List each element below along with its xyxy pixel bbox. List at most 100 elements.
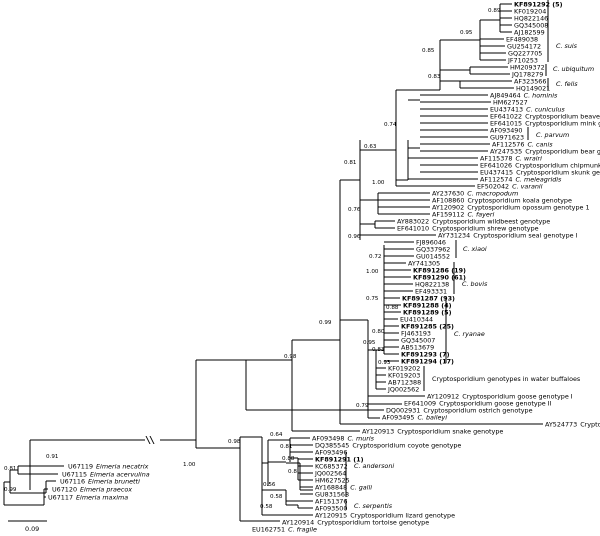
taxon-name: Cryptosporidium goose genotype I [462, 392, 573, 400]
accession-number: FJ463193 [401, 329, 431, 337]
accession-number: AF115378 [480, 154, 512, 162]
taxon-name: Cryptosporidium beaver genotype [525, 112, 600, 120]
leaf-label: AF093500 [315, 504, 347, 512]
support-value: 0.80 [372, 329, 385, 335]
support-value: 0.98 [228, 439, 241, 445]
leaf-label: KF019204 [514, 7, 546, 15]
leaf-label: GQ345008 [514, 21, 548, 29]
leaf-label: KF891293 (7) [401, 350, 450, 358]
accession-number: AF112574 [480, 175, 512, 183]
accession-number: AF093490 [490, 126, 522, 134]
accession-number: AY731234 [438, 231, 470, 239]
accession-number: HQ822138 [415, 280, 449, 288]
taxon-name: C. galli [350, 483, 372, 491]
accession-number: DQ002931 [386, 406, 420, 414]
support-value: 0.96 [348, 234, 361, 240]
accession-number: EF641026 [480, 161, 512, 169]
accession-number: JQ178279 [511, 70, 543, 78]
leaf-label: KF891286 (19) [413, 266, 466, 274]
support-value: 0.91 [46, 454, 59, 460]
clade-label: C. serpentis [354, 502, 393, 510]
accession-number: AY120912 [427, 392, 459, 400]
accession-number: EU410344 [400, 315, 433, 323]
accession-number: AF108860 [432, 196, 464, 204]
accession-number: AB513679 [401, 343, 434, 351]
accession-number: U67120 [52, 485, 77, 493]
accession-number: AB712388 [388, 378, 421, 386]
accession-number: AF151376 [315, 497, 347, 505]
accession-number: AF112576 [492, 140, 524, 148]
accession-number: DQ385545 [315, 441, 349, 449]
taxon-name: Cryptosporidium coyote genotype [352, 441, 461, 449]
leaf-label: GU831568 [315, 490, 349, 498]
scale-bar: 0.09 [8, 520, 47, 533]
leaf-label: KF891290 (61) [413, 273, 466, 281]
leaf-label: AY741305 [408, 259, 440, 267]
leaf-label: KF891292 (5) [514, 0, 563, 8]
accession-number: GU971623 [490, 133, 524, 141]
support-value: 0.58 [260, 504, 273, 510]
leaf-label: HM209372 [510, 63, 545, 71]
taxon-name: C. muris [347, 434, 374, 442]
accession-number: AY168848 [315, 483, 347, 491]
leaf-label: JQ002562 [387, 385, 419, 393]
taxon-name: Eimeria brunetti [88, 477, 140, 485]
accession-number: AY120915 [315, 511, 347, 519]
support-value: 1.00 [372, 180, 385, 186]
accession-number: AY120913 [362, 427, 394, 435]
branch-break-mark [145, 435, 151, 445]
taxon-name: Cryptosporidium lizard genotype [350, 511, 455, 519]
taxon-name: Eimeria acervulina [90, 470, 150, 478]
taxon-name: Cryptosporidium snake genotype [397, 427, 503, 435]
support-value: 0.88 [386, 305, 399, 311]
accession-number: U67119 [68, 462, 93, 470]
clade-label: C. ryanae [454, 330, 485, 338]
support-value: 0.95 [363, 340, 376, 346]
accession-number: EU437415 [480, 168, 513, 176]
support-value: 0.63 [364, 144, 377, 150]
accession-number: EF641010 [397, 224, 429, 232]
accession-number: KF891287 (93) [402, 294, 455, 302]
tree-branches [3, 3, 543, 522]
taxon-name: Eimeria praecox [80, 485, 132, 493]
clade-label: C. suis [556, 42, 578, 50]
leaf-label: FJ463193 [401, 329, 431, 337]
leaf-label: GQ227705 [508, 49, 542, 57]
accession-number: FJ896046 [416, 238, 446, 246]
leaf-label: GU254172 [507, 42, 541, 50]
taxon-name: C. canis [527, 140, 553, 148]
accession-number: GQ227705 [508, 49, 542, 57]
leaf-label: GQ337962 [416, 245, 450, 253]
accession-number: EU162751 [252, 525, 285, 533]
taxon-name: Cryptosporidium chipmunk genotype [515, 161, 600, 169]
accession-number: GQ337962 [416, 245, 450, 253]
leaf-label: KC685372 [315, 462, 348, 470]
accession-number: AY120902 [432, 203, 464, 211]
leaf-label: KF891294 (17) [401, 357, 454, 365]
accession-number: AJ849464 [490, 91, 521, 99]
taxon-name: Cryptosporidium opossum genotype 1 [467, 203, 589, 211]
taxon-name: C. hominis [524, 91, 558, 99]
accession-number: HM627525 [315, 476, 350, 484]
accession-number: JF710253 [507, 56, 538, 64]
taxon-name: C. varanii [512, 182, 543, 190]
leaf-label: KF891287 (93) [402, 294, 455, 302]
leaf-label: GU014552 [416, 252, 450, 260]
accession-number: AY237630 [432, 189, 464, 197]
accession-number: AF093498 [312, 434, 344, 442]
support-value: 0.79 [356, 403, 369, 409]
accession-number: HQ822146 [514, 14, 548, 22]
